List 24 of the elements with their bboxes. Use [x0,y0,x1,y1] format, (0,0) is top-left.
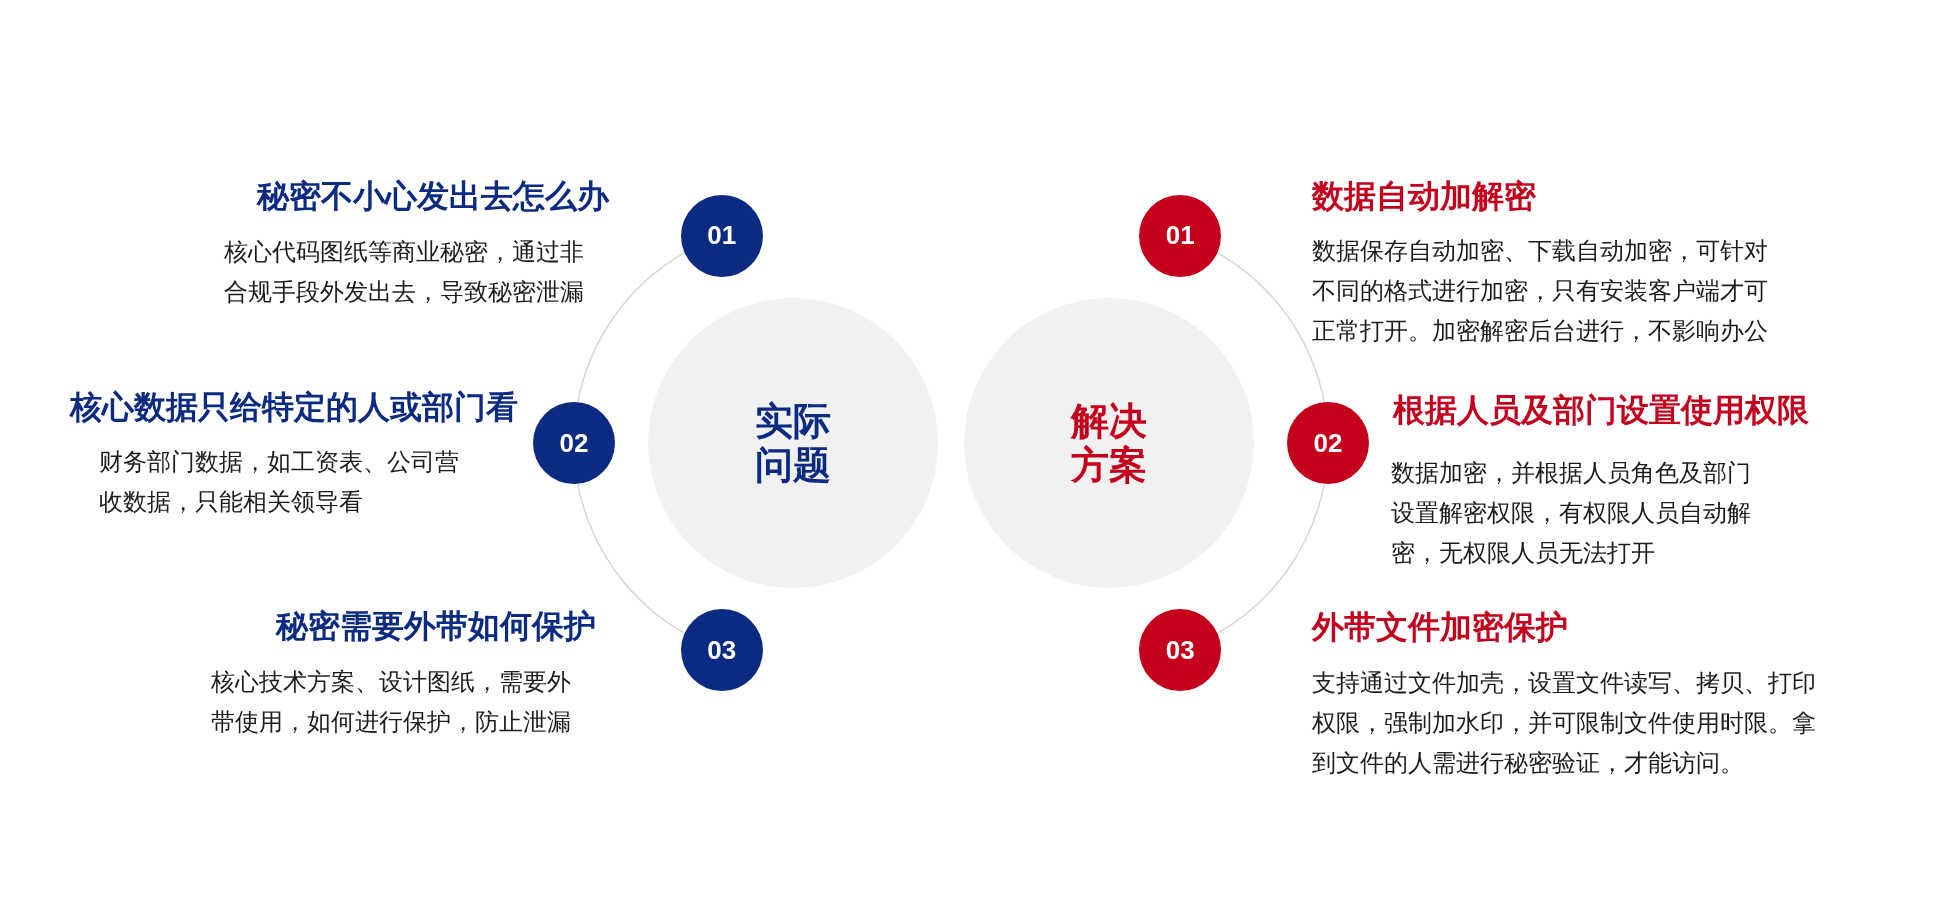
item-heading: 秘密需要外带如何保护 [276,607,596,646]
number-circle: 02 [533,402,615,484]
item-heading: 数据自动加解密 [1312,177,1536,216]
item-description: 核心代码图纸等商业秘密，通过非合规手段外发出去，导致秘密泄漏 [224,237,585,307]
connector-arc [577,483,686,634]
item-description: 支持通过文件加壳，设置文件读写、拷贝、打印权限，强制加水印，并可限制文件使用时限。拿到文件的人需进行秘密验证，才能访问。 [1312,668,1817,778]
topic-circle: 实际问题 [648,298,938,588]
item-heading: 秘密不小心发出去怎么办 [257,177,609,216]
item-description: 数据加密，并根据人员角色及部门设置解密权限，有权限人员自动解密，无权限人员无法打开 [1391,458,1752,568]
item-description: 数据保存自动加密、下载自动加密，可针对不同的格式进行加密，只有安装客户端才可正常打开。加密解密后台进行，不影响办公 [1312,236,1769,346]
connector-arc [1216,252,1325,403]
connector-arc [1216,483,1325,634]
connector-arc [577,252,686,403]
number-circle: 03 [680,609,763,692]
topic-circle: 解决方案 [964,298,1254,588]
item-description: 财务部门数据，如工资表、公司营收数据，只能相关领导看 [99,447,460,517]
number-circle: 01 [680,194,763,277]
item-heading: 外带文件加密保护 [1312,608,1568,647]
item-heading: 根据人员及部门设置使用权限 [1393,391,1809,430]
number-circle: 03 [1139,609,1222,692]
item-heading: 核心数据只给特定的人或部门看 [70,388,518,427]
item-description: 核心技术方案、设计图纸，需要外带使用，如何进行保护，防止泄漏 [211,667,572,737]
number-circle: 02 [1287,402,1369,484]
number-circle: 01 [1139,194,1222,277]
